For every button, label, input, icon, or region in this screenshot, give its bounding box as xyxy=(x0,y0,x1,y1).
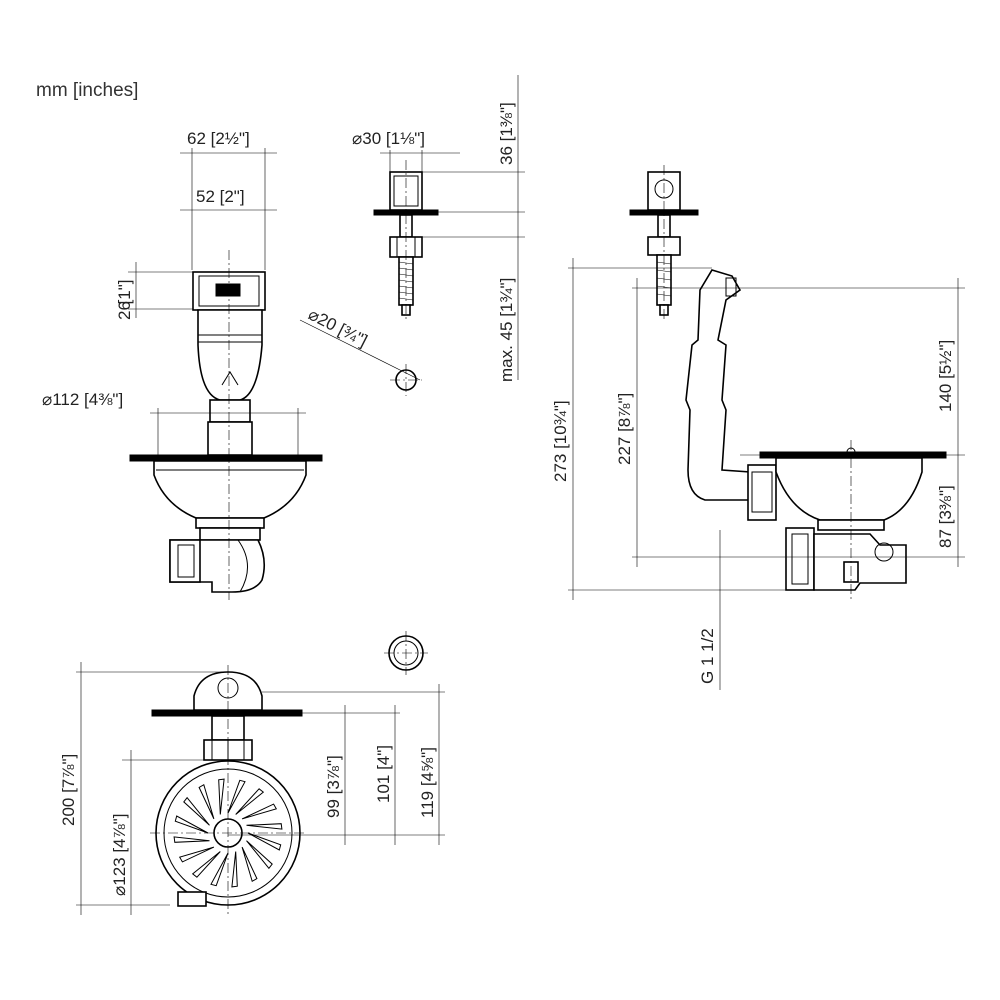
strainer-slot xyxy=(231,851,238,888)
strainer-slot xyxy=(174,815,209,834)
dim-diameter-123: ⌀123 [4⅞"] xyxy=(110,814,129,896)
strainer-slot xyxy=(241,803,278,820)
dim-height-26: 26 xyxy=(115,301,134,320)
dim-height-200: 200 [7⅞"] xyxy=(59,754,78,826)
strainer-slot xyxy=(198,783,215,820)
dim-height-119: 119 [4⅝"] xyxy=(418,747,437,818)
strainer-slot xyxy=(218,778,225,815)
units-label: mm [inches] xyxy=(36,80,138,101)
strainer-slot xyxy=(173,836,210,843)
dim-height-273: 273 [10¾"] xyxy=(551,400,570,482)
strainer-slot xyxy=(210,852,229,887)
dim-height-99: 99 [3⅞"] xyxy=(324,755,343,818)
side-view: 273 [10¾"] 227 [8⅞"] 140 [5½"] 87 [3⅜"] … xyxy=(551,165,965,690)
dim-width-62: 62 [2½"] xyxy=(187,129,250,148)
strainer-slot xyxy=(246,823,283,830)
strainer-slot xyxy=(241,846,258,883)
dim-diameter-30: ⌀30 [1⅛"] xyxy=(352,129,425,148)
strainer-slot xyxy=(178,846,215,863)
strainer-slot xyxy=(183,796,210,826)
dim-height-87: 87 [3⅜"] xyxy=(936,485,955,548)
dim-height-36: 36 [1⅜"] xyxy=(497,102,516,165)
dim-height-227: 227 [8⅞"] xyxy=(615,393,634,465)
dim-max-45: max. 45 [1¾"] xyxy=(497,278,516,382)
dim-diameter-112: ⌀112 [4⅜"] xyxy=(42,390,123,409)
dim-height-101: 101 [4"] xyxy=(374,745,393,803)
dim-thread-g112: G 1 1/2 xyxy=(698,628,717,684)
strainer-slot xyxy=(227,779,246,814)
dim-height-140: 140 [5½"] xyxy=(936,340,955,412)
dim-height-1in: [1"] xyxy=(115,280,134,305)
strainer-slot xyxy=(191,851,221,878)
front-view: 62 [2½"] 52 [2"] [1"] 26 ⌀112 [4⅜"] xyxy=(42,129,323,600)
strainer-slot xyxy=(246,840,273,870)
strainer-slot xyxy=(235,788,265,815)
rod-view: ⌀30 [1⅛"] 36 [1⅜"] max. 45 [1¾"] ⌀20 [¾"… xyxy=(299,75,525,396)
top-view: 200 [7⅞"] ⌀123 [4⅞"] 99 [3⅞"] 101 [4"] 1… xyxy=(59,631,445,915)
strainer-slot xyxy=(247,832,282,851)
dim-width-52: 52 [2"] xyxy=(196,187,245,206)
